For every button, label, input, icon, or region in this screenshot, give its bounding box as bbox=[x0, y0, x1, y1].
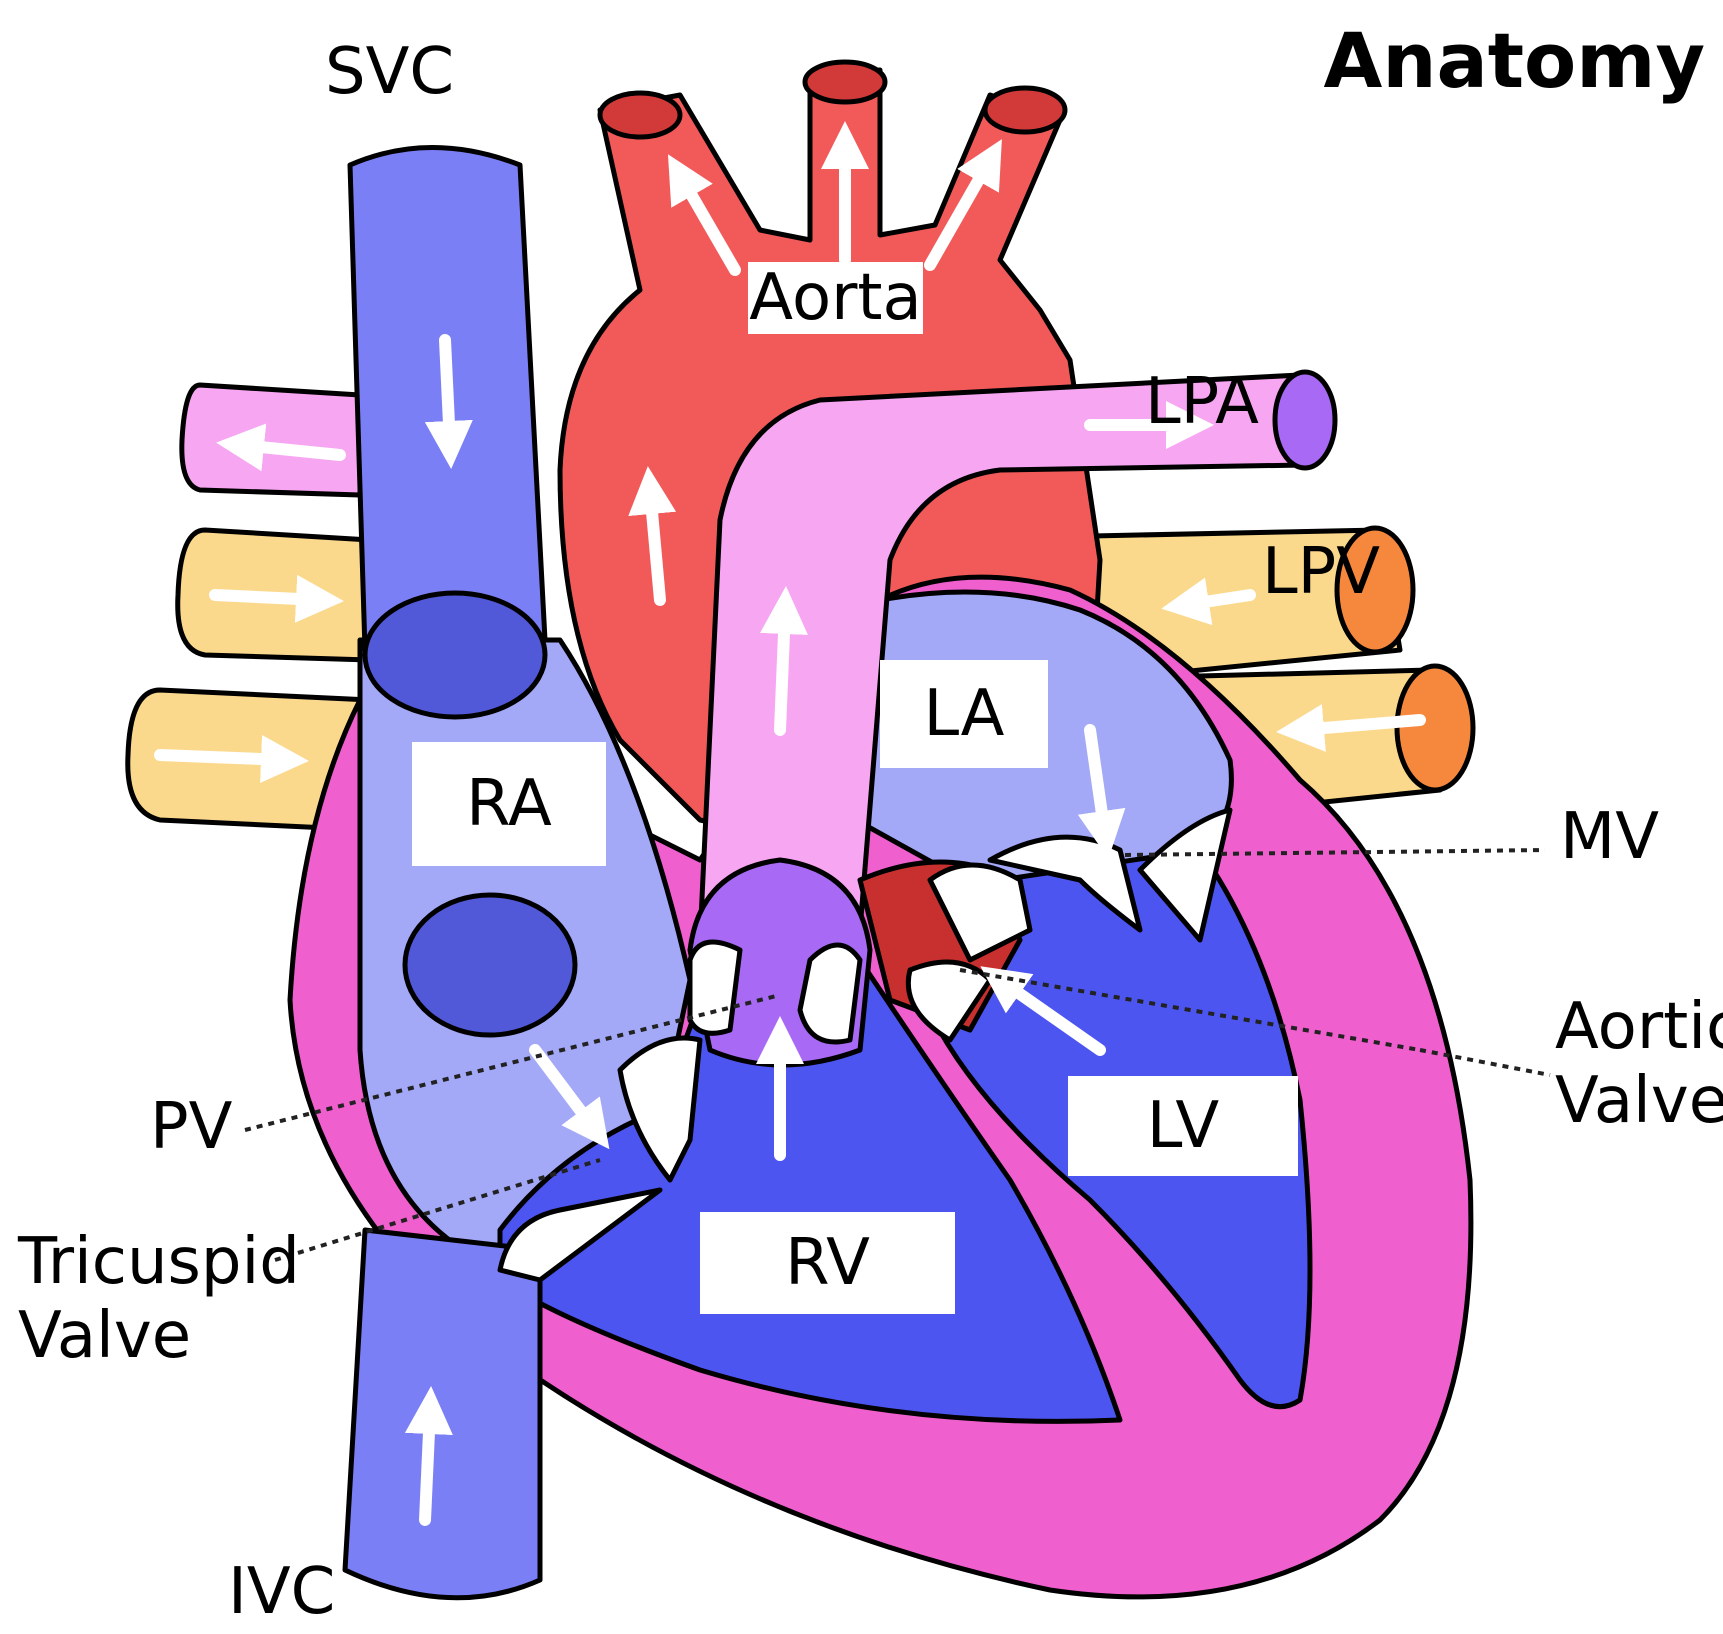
la-to-lv-arrow bbox=[1077, 724, 1126, 859]
label-lv: LV bbox=[1146, 1089, 1220, 1163]
aorta-branch-right-arrow bbox=[924, 139, 1002, 271]
flow-arrows bbox=[154, 121, 1426, 1526]
lpv-upper-arrow bbox=[1161, 577, 1256, 626]
label-box-la: LA bbox=[880, 660, 1048, 768]
label-lpv: LPV bbox=[1262, 535, 1381, 609]
label-lpa: LPA bbox=[1145, 365, 1259, 439]
label-rv: RV bbox=[785, 1226, 870, 1300]
rpv-upper-arrow bbox=[209, 574, 344, 623]
svc-flow-arrow bbox=[424, 334, 473, 469]
label-aorta: Aorta bbox=[749, 261, 922, 335]
pa-trunk-arrow bbox=[760, 586, 808, 736]
label-pv: PV bbox=[150, 1090, 233, 1164]
leader-lines bbox=[244, 848, 1551, 1262]
pa-flow-arrow bbox=[216, 423, 346, 472]
ra-to-rv-arrow bbox=[529, 1044, 610, 1150]
aorta-branch-left-arrow bbox=[667, 154, 741, 276]
label-box-aorta: Aorta bbox=[748, 261, 923, 335]
lv-to-aorta-arrow bbox=[980, 966, 1106, 1056]
label-box-lv: LV bbox=[1068, 1076, 1298, 1176]
label-box-ra: RA bbox=[412, 742, 606, 866]
valve-leaflets bbox=[497, 807, 1233, 1283]
ivc-flow-arrow bbox=[404, 1386, 453, 1526]
label-svc: SVC bbox=[325, 35, 455, 109]
label-mv: MV bbox=[1560, 800, 1659, 874]
lpv-lower-arrow bbox=[1276, 704, 1426, 752]
label-ra: RA bbox=[466, 767, 552, 841]
aortic-valve-leader-a bbox=[959, 968, 1421, 1052]
label-ivc: IVC bbox=[228, 1555, 336, 1629]
tricuspid-leader bbox=[274, 1158, 601, 1262]
label-tricuspid-valve: Tricuspid Valve bbox=[18, 1225, 300, 1373]
pv-leader bbox=[244, 993, 781, 1132]
label-la: LA bbox=[923, 677, 1005, 751]
page-title: Anatomy bbox=[1323, 16, 1705, 105]
mv-leader bbox=[1124, 848, 1546, 857]
ascending-aorta-arrow bbox=[628, 466, 677, 606]
aortic-valve-leader-b bbox=[1419, 1048, 1551, 1077]
coronary-sinus bbox=[402, 892, 578, 1038]
rpv-lower-arrow bbox=[154, 735, 309, 784]
label-box-rv: RV bbox=[700, 1212, 955, 1314]
label-aortic-valve: Aortic Valve bbox=[1555, 990, 1723, 1138]
